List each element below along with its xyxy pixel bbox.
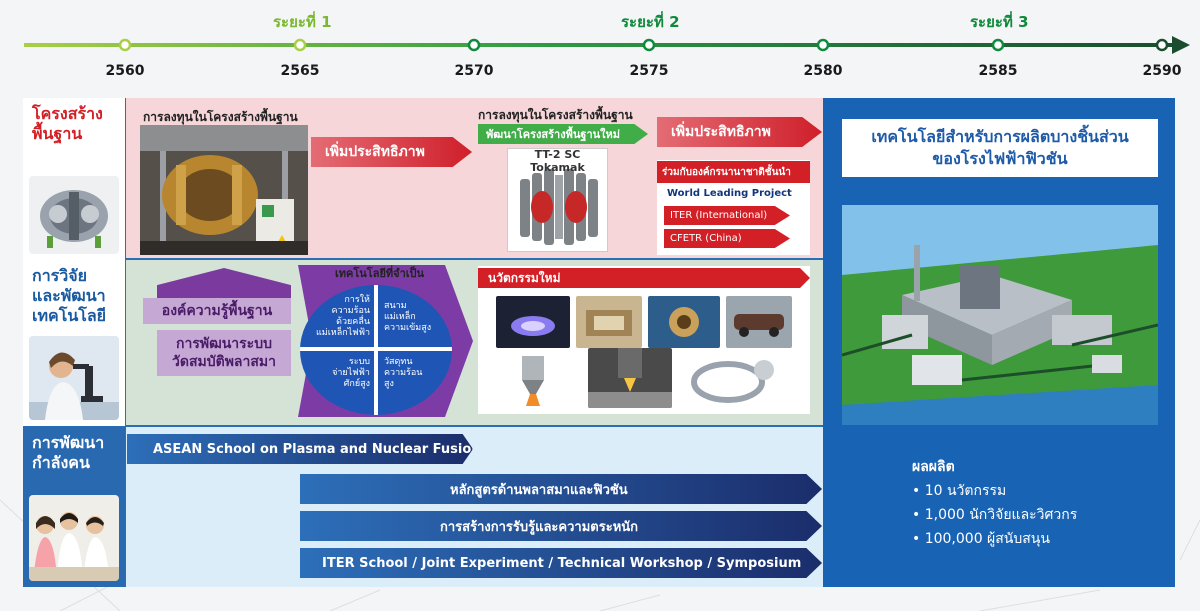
students-photo bbox=[29, 495, 119, 581]
plasma-torch-diagram bbox=[496, 352, 570, 408]
infrastructure-investment-caption: การลงทุนในโครงสร้างพื้นฐาน bbox=[143, 110, 298, 124]
plasma-measurement-line: การพัฒนาระบบ bbox=[176, 336, 272, 352]
tokamak-illustration bbox=[520, 169, 598, 245]
innovation-header: นวัตกรรมใหม่ bbox=[478, 268, 810, 288]
column-divider bbox=[124, 98, 126, 587]
row-label-infrastructure: โครงสร้าง พื้นฐาน bbox=[23, 98, 125, 260]
necessary-technology-label: เทคโนโลยีที่จำเป็น bbox=[335, 267, 425, 280]
phase-2-label: ระยะที่ 2 bbox=[621, 13, 680, 31]
output-item: • 1,000 นักวิจัยและวิศวกร bbox=[912, 507, 1078, 523]
world-leading-project-label: World Leading Project bbox=[667, 188, 792, 199]
row-label-line: และพัฒนา bbox=[32, 286, 106, 305]
year-label: 2570 bbox=[454, 63, 494, 79]
row-label-line: กำลังคน bbox=[32, 453, 90, 472]
row-label-manpower: การพัฒนา กำลังคน bbox=[23, 427, 125, 587]
timeline-node bbox=[293, 38, 307, 52]
phase-1-label: ระยะที่ 1 bbox=[273, 13, 332, 31]
row-divider bbox=[23, 258, 823, 260]
plasma-measurement-box: การพัฒนาระบบ วัดสมบัติพลาสมา bbox=[157, 330, 291, 376]
quadrant-line: แม่เหล็กไฟฟ้า bbox=[315, 328, 370, 338]
year-label: 2590 bbox=[1142, 63, 1182, 79]
partner-iter: ITER (International) bbox=[664, 206, 790, 225]
outputs-list: ผลผลิต • 10 นวัตกรรม • 1,000 นักวิจัยและ… bbox=[912, 455, 1077, 551]
quadrant-line: สูง bbox=[384, 379, 394, 389]
timeline-node bbox=[816, 38, 830, 52]
innovation-panel bbox=[478, 266, 810, 414]
quadrant-magnetic-field: สนาม แม่เหล็ก ความเข้มสูง bbox=[384, 301, 431, 334]
quadrant-line: สนาม bbox=[384, 301, 407, 311]
row-label-line: พื้นฐาน bbox=[32, 124, 83, 143]
timeline-axis bbox=[24, 36, 1190, 54]
vehicle-photo bbox=[726, 296, 792, 348]
laser-cutting-photo bbox=[588, 348, 672, 408]
year-label: 2560 bbox=[105, 63, 145, 79]
timeline-node bbox=[1155, 38, 1169, 52]
material-sample-photo bbox=[576, 296, 642, 348]
reactor-lab-photo bbox=[140, 125, 308, 255]
timeline-node bbox=[118, 38, 132, 52]
scientist-microscope-photo bbox=[29, 336, 119, 420]
year-label: 2565 bbox=[280, 63, 320, 79]
year-label: 2575 bbox=[629, 63, 669, 79]
year-label: 2580 bbox=[803, 63, 843, 79]
fusion-plant-title-line: ของโรงไฟฟ้าฟิวชัน bbox=[932, 149, 1068, 168]
quadrant-line: ด้วยคลื่น bbox=[336, 317, 370, 327]
technology-circle: การให้ ความร้อน ด้วยคลื่น แม่เหล็กไฟฟ้า … bbox=[300, 285, 452, 415]
fusion-plant-title: เทคโนโลยีสำหรับการผลิตบางชิ้นส่วน ของโรง… bbox=[842, 119, 1158, 177]
program-iter-school: ITER School / Joint Experiment / Technic… bbox=[300, 548, 822, 578]
row-label-research: การวิจัย และพัฒนา เทคโนโลยี bbox=[23, 260, 125, 426]
timeline-node bbox=[642, 38, 656, 52]
output-item: • 10 นวัตกรรม bbox=[912, 483, 1007, 499]
row-label-line: การวิจัย bbox=[32, 266, 87, 285]
program-awareness: การสร้างการรับรู้และความตระหนัก bbox=[300, 511, 822, 541]
year-label: 2585 bbox=[978, 63, 1018, 79]
quadrant-rf-heating: การให้ ความร้อน ด้วยคลื่น แม่เหล็กไฟฟ้า bbox=[316, 295, 370, 339]
plasma-measurement-line: วัดสมบัติพลาสมา bbox=[171, 354, 276, 370]
row-label-line: เทคโนโลยี bbox=[32, 306, 107, 325]
program-plasma-course: หลักสูตรด้านพลาสมาและฟิวชัน bbox=[300, 474, 822, 504]
quadrant-heat-material: วัสดุทน ความร้อน สูง bbox=[384, 357, 422, 390]
reactor-illustration bbox=[29, 176, 119, 254]
efficiency-arrow-phase2: เพิ่มประสิทธิภาพ bbox=[657, 117, 822, 147]
quadrant-line: ความเข้มสูง bbox=[384, 323, 432, 333]
row-divider bbox=[23, 425, 823, 427]
timeline-node bbox=[467, 38, 481, 52]
plasma-device-photo bbox=[496, 296, 570, 348]
basic-knowledge-box: องค์ความรู้พื้นฐาน bbox=[143, 298, 291, 324]
tokamak-label: TT-2 SC Tokamak bbox=[530, 148, 585, 174]
partner-title: ร่วมกับองค์กรนานาชาติชั้นนำ bbox=[657, 161, 810, 183]
row-label-line: โครงสร้าง bbox=[32, 104, 103, 123]
quadrant-high-voltage: ระบบ จ่ายไฟฟ้า ศักย์สูง bbox=[332, 357, 370, 390]
output-item: • 100,000 ผู้สนับสนุน bbox=[912, 531, 1050, 547]
efficiency-arrow-phase1: เพิ่มประสิทธิภาพ bbox=[311, 137, 472, 167]
circle-divider bbox=[300, 347, 452, 351]
infrastructure-investment-caption-2: การลงทุนในโครงสร้างพื้นฐาน bbox=[478, 108, 633, 122]
quadrant-line: การให้ bbox=[344, 295, 370, 305]
new-infrastructure-arrow: พัฒนาโครงสร้างพื้นฐานใหม่ bbox=[478, 124, 648, 144]
program-asean-school: ASEAN School on Plasma and Nuclear Fusio… bbox=[127, 434, 473, 464]
quadrant-line: ความร้อน bbox=[384, 368, 423, 378]
quadrant-line: แม่เหล็ก bbox=[384, 312, 416, 322]
fusion-device-diagram bbox=[682, 352, 786, 408]
electron-gun-photo bbox=[648, 296, 720, 348]
quadrant-line: ศักย์สูง bbox=[343, 379, 370, 389]
quadrant-line: ระบบ bbox=[348, 357, 370, 367]
phase-3-label: ระยะที่ 3 bbox=[970, 13, 1029, 31]
tokamak-box bbox=[507, 148, 608, 252]
quadrant-line: จ่ายไฟฟ้า bbox=[332, 368, 370, 378]
row-label-line: การพัฒนา bbox=[32, 433, 105, 452]
quadrant-line: วัสดุทน bbox=[384, 357, 413, 367]
fusion-power-plant-illustration bbox=[842, 205, 1158, 425]
timeline-node bbox=[991, 38, 1005, 52]
quadrant-line: ความร้อน bbox=[331, 306, 370, 316]
outputs-title: ผลผลิต bbox=[912, 459, 955, 475]
partner-cfetr: CFETR (China) bbox=[664, 229, 790, 248]
fusion-plant-title-line: เทคโนโลยีสำหรับการผลิตบางชิ้นส่วน bbox=[871, 127, 1129, 146]
